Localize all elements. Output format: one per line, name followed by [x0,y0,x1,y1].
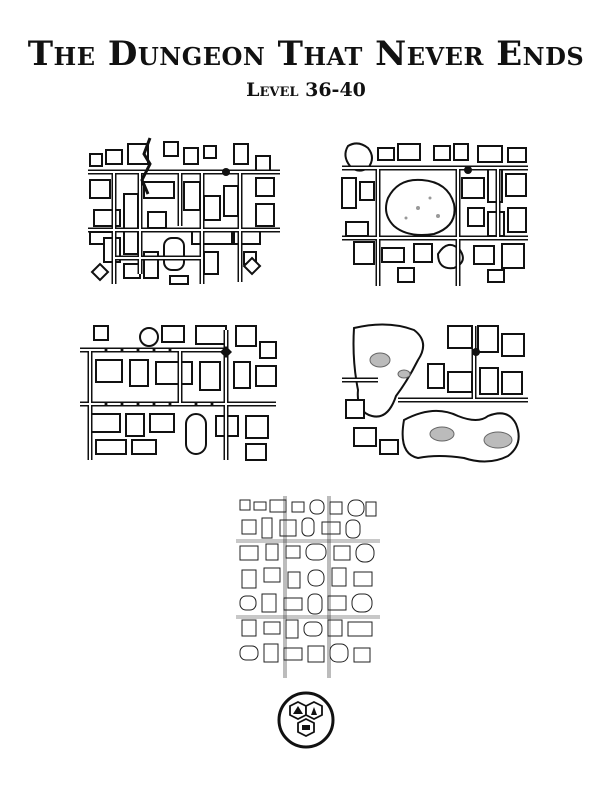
dungeon-map-drawing [342,323,528,463]
dungeon-map-level-37[interactable] [338,138,532,290]
dungeon-map-level-40[interactable] [236,496,380,678]
publisher-logo [276,690,336,750]
dungeon-map-drawing [88,137,280,285]
page-subtitle: Level 36-40 [246,79,366,101]
dungeon-map-level-38[interactable] [76,320,282,470]
dungeon-map-level-39[interactable] [338,320,532,470]
dungeon-map-drawing [236,496,380,678]
hexagon-publisher-logo-icon [277,691,335,749]
dungeon-map-drawing [341,142,528,286]
page-title: The Dungeon That Never Ends [27,34,585,74]
dungeon-map-level-36[interactable] [84,134,284,290]
dungeon-map-drawing [80,325,277,461]
